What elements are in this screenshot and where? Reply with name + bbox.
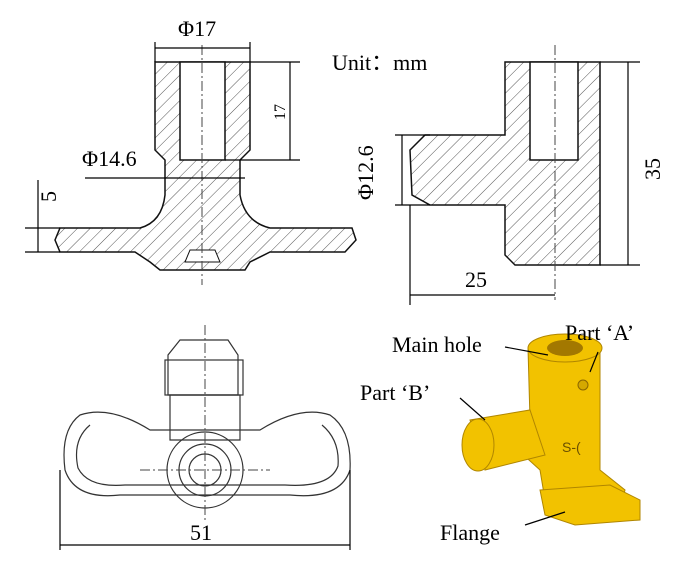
unit-label: Unit：mm <box>332 50 427 75</box>
dim-height-17: 17 <box>272 104 289 120</box>
front-view: 51 <box>59 325 351 550</box>
iso-view: S-( Main hole Part ‘A’ Part ‘B’ Flange <box>360 320 641 545</box>
dim-dia-14-6: Φ14.6 <box>82 146 137 171</box>
dim-width-25: 25 <box>465 267 487 292</box>
part-marking: S-( <box>562 439 581 455</box>
dim-flange-5: 5 <box>36 191 61 202</box>
label-part-b: Part ‘B’ <box>360 380 430 405</box>
label-part-a: Part ‘A’ <box>565 320 634 345</box>
label-main-hole: Main hole <box>392 332 482 357</box>
label-flange: Flange <box>440 520 500 545</box>
section-front-view: Φ17 17 Φ14.6 5 <box>25 16 357 285</box>
dim-dia-17: Φ17 <box>178 16 216 41</box>
section-side-view: Unit：mm Φ12.6 35 25 <box>332 45 665 305</box>
dim-length-51: 51 <box>190 520 212 545</box>
dim-height-35: 35 <box>640 158 665 180</box>
dim-dia-12-6: Φ12.6 <box>353 145 378 200</box>
